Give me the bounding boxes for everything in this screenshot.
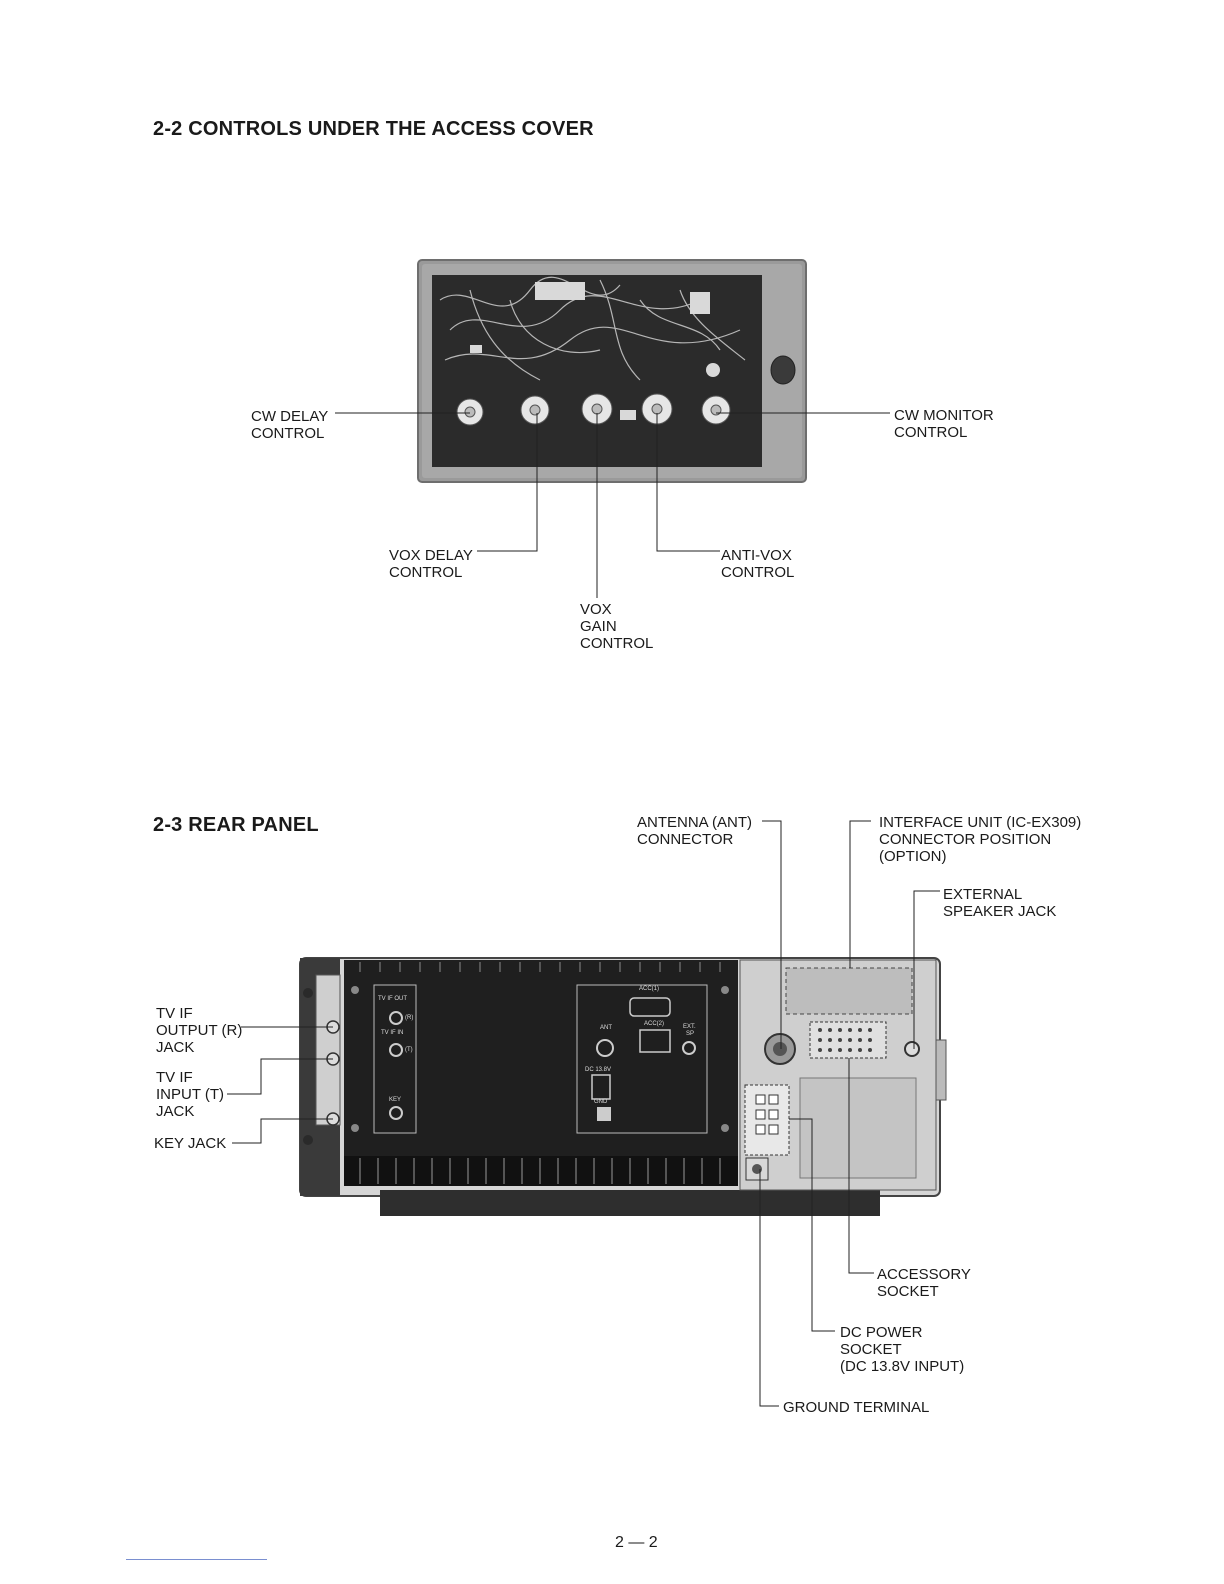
label-vox-gain-control: VOX GAIN CONTROL — [580, 601, 653, 652]
label-dc-power-socket: DC POWER SOCKET (DC 13.8V INPUT) — [840, 1324, 964, 1375]
panel-label-acc1: ACC(1) — [639, 986, 659, 993]
panel-label-ant: ANT — [600, 1025, 612, 1032]
label-ground-terminal: GROUND TERMINAL — [783, 1399, 929, 1416]
panel-label-sp: SP — [686, 1031, 694, 1038]
label-cw-monitor-control: CW MONITOR CONTROL — [894, 407, 994, 441]
footer-rule — [126, 1559, 267, 1560]
page-number: 2 — 2 — [615, 1534, 658, 1552]
label-accessory-socket: ACCESSORY SOCKET — [877, 1266, 971, 1300]
panel-label-r: (R) — [405, 1015, 413, 1022]
panel-label-key: KEY — [389, 1097, 401, 1104]
label-tv-if-input-jack: TV IF INPUT (T) JACK — [156, 1069, 224, 1120]
panel-label-ext: EXT. — [683, 1024, 696, 1031]
label-tv-if-output-jack: TV IF OUTPUT (R) JACK — [156, 1005, 242, 1056]
access-cover-photo — [418, 260, 806, 482]
label-antenna-connector: ANTENNA (ANT) CONNECTOR — [637, 814, 752, 848]
panel-label-dc: DC 13.8V — [585, 1067, 611, 1074]
panel-label-gnd: GND — [594, 1099, 607, 1106]
label-key-jack: KEY JACK — [154, 1135, 226, 1152]
panel-label-tv-if-in: TV IF IN — [381, 1030, 403, 1037]
panel-label-t: (T) — [405, 1047, 413, 1054]
panel-label-acc2: ACC(2) — [644, 1021, 664, 1028]
panel-label-tv-if-out: TV IF OUT — [378, 996, 407, 1003]
label-anti-vox-control: ANTI-VOX CONTROL — [721, 547, 794, 581]
label-vox-delay-control: VOX DELAY CONTROL — [389, 547, 473, 581]
label-cw-delay-control: CW DELAY CONTROL — [251, 408, 328, 442]
label-interface-unit: INTERFACE UNIT (IC-EX309) CONNECTOR POSI… — [879, 814, 1081, 865]
label-external-speaker-jack: EXTERNAL SPEAKER JACK — [943, 886, 1056, 920]
